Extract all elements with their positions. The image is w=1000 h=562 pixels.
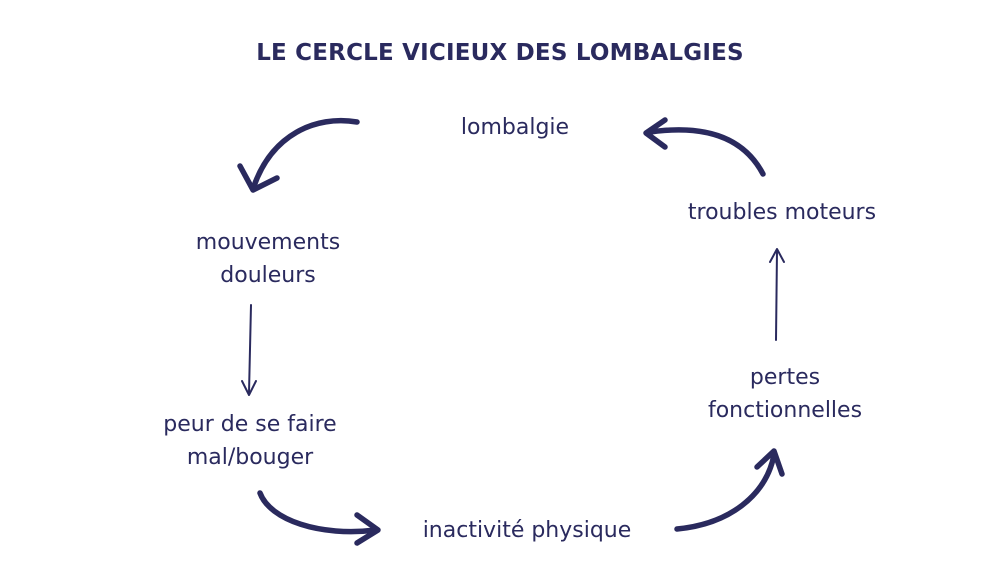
node-inactivite-physique: inactivité physique xyxy=(387,514,667,547)
node-peur-line2: mal/bouger xyxy=(186,445,314,470)
node-peur-line1: peur de se faire xyxy=(163,412,337,437)
node-peur-de-se-faire-mal: peur de se faire mal/bouger xyxy=(120,408,380,474)
arrow-lombalgie-to-mouvements xyxy=(237,117,360,193)
node-lombalgie-label: lombalgie xyxy=(460,115,570,140)
diagram-title: LE CERCLE VICIEUX DES LOMBALGIES xyxy=(256,40,744,66)
arrow-mouvements-to-peur xyxy=(241,304,257,396)
node-inactivite-label: inactivité physique xyxy=(422,518,632,543)
node-pertes-line1: pertes xyxy=(749,365,821,390)
node-pertes-fonctionnelles: pertes fonctionnelles xyxy=(665,361,905,427)
arrow-pertes-to-troubles xyxy=(769,248,785,341)
node-troubles-moteurs: troubles moteurs xyxy=(652,196,912,229)
arrow-troubles-to-lombalgie xyxy=(643,117,766,177)
node-troubles-moteurs-label: troubles moteurs xyxy=(687,200,877,225)
node-pertes-line2: fonctionnelles xyxy=(707,398,863,423)
arrow-peur-to-inactivite xyxy=(257,490,381,546)
node-lombalgie: lombalgie xyxy=(415,111,615,144)
arrow-inactivite-to-pertes xyxy=(674,448,785,532)
node-mouvements-douleurs: mouvements douleurs xyxy=(148,226,388,292)
node-mouvements-line1: mouvements xyxy=(195,230,341,255)
node-mouvements-line2: douleurs xyxy=(220,263,316,288)
